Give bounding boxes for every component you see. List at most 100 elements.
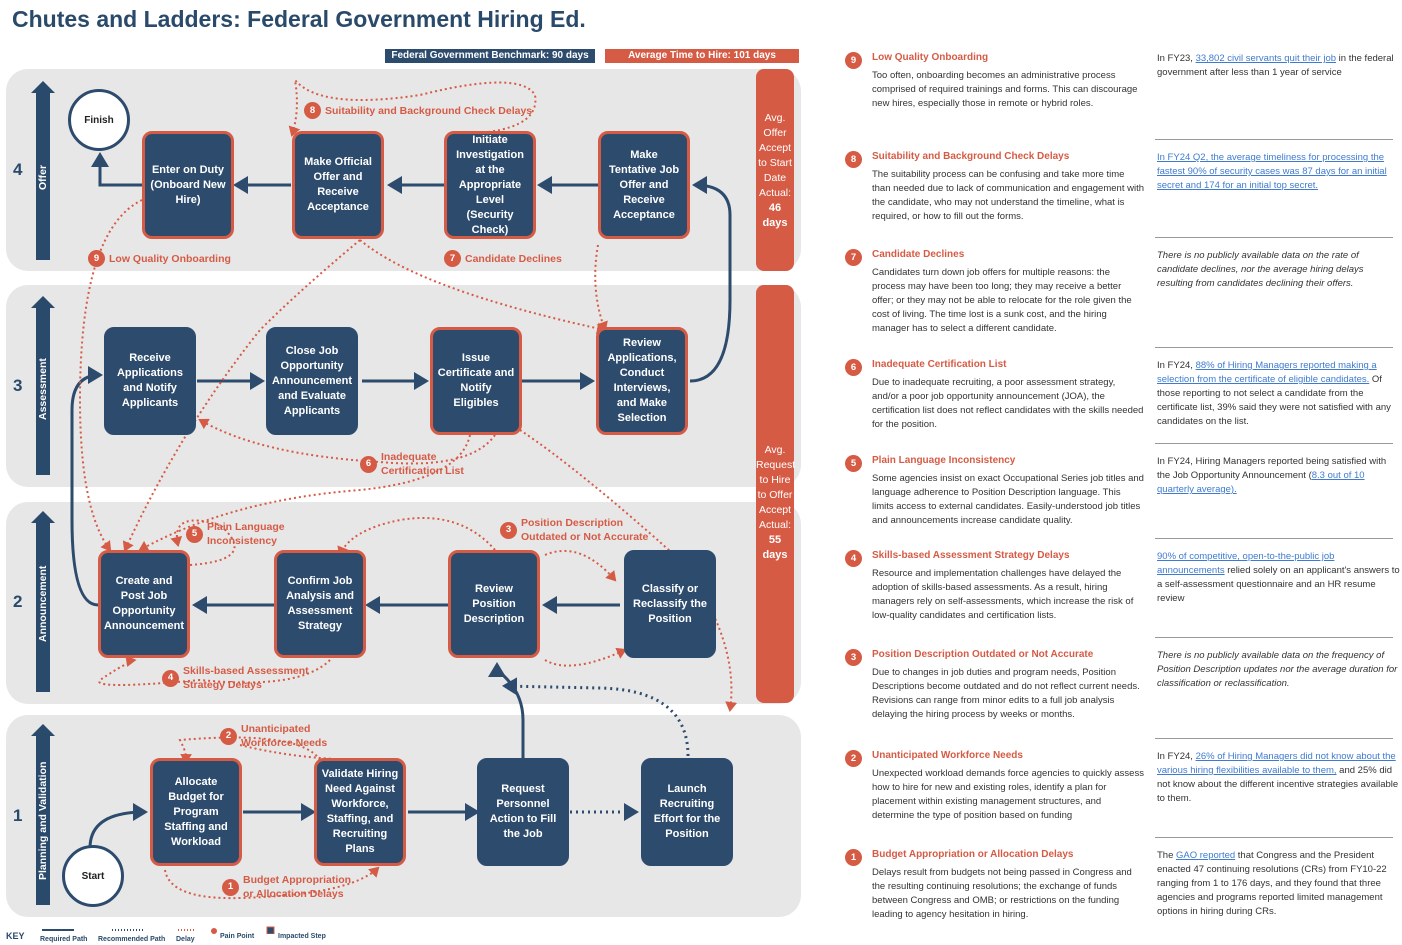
pain-point-data: There is no publicly available data on t… bbox=[1157, 250, 1364, 289]
pain-point-body: Delays result from budgets not being pas… bbox=[872, 867, 1132, 920]
step-official-offer: Make Official Offer and Receive Acceptan… bbox=[292, 131, 384, 239]
pain-point-title: Inadequate Certification List bbox=[872, 359, 1007, 370]
flow-finish bbox=[91, 152, 142, 187]
flow-recommended-review bbox=[502, 677, 690, 757]
pain-point-source-link[interactable]: 26% of Hiring Managers did not know abou… bbox=[1157, 751, 1396, 776]
step-validate-need: Validate Hiring Need Against Workforce, … bbox=[314, 758, 406, 866]
pain-point-body: Due to inadequate recruiting, a poor ass… bbox=[872, 377, 1144, 430]
stage-arrow-1 bbox=[31, 724, 55, 905]
pain-point-data: There is no publicly available data on t… bbox=[1157, 650, 1398, 689]
pain-point-data: 90% of competitive, open-to-the-public j… bbox=[1157, 551, 1400, 604]
pain-point-body: Due to changes in job duties and program… bbox=[872, 667, 1140, 720]
step-allocate-budget: Allocate Budget for Program Staffing and… bbox=[150, 758, 242, 866]
pain-point-title: Skills-based Assessment Strategy Delays bbox=[872, 550, 1070, 561]
flow-ann-to-assess bbox=[70, 366, 103, 607]
stage-arrow-4 bbox=[31, 81, 55, 260]
benchmark-badge: Federal Government Benchmark: 90 days bbox=[385, 49, 595, 63]
pain-point-divider bbox=[1155, 347, 1393, 348]
stage-arrow-2 bbox=[31, 511, 55, 692]
pain-point-body: Some agencies insist on exact Occupation… bbox=[872, 473, 1144, 526]
step-classify: Classify or Reclassify the Position bbox=[624, 550, 716, 658]
pain-point-title: Position Description Outdated or Not Acc… bbox=[872, 649, 1094, 660]
pain-point-number: 2 bbox=[845, 750, 862, 767]
pain-point-number: 3 bbox=[845, 649, 862, 666]
pain-point-title: Plain Language Inconsistency bbox=[872, 455, 1016, 466]
pain-point-title: Unanticipated Workforce Needs bbox=[872, 750, 1023, 761]
flow-connectors bbox=[70, 76, 738, 900]
average-badge: Average Time to Hire: 101 days bbox=[605, 49, 799, 63]
pain-point-body: Too often, onboarding becomes an adminis… bbox=[872, 70, 1138, 109]
pain-point-title: Low Quality Onboarding bbox=[872, 52, 989, 63]
pain-point-number: 4 bbox=[845, 550, 862, 567]
stage-number-4: 4 bbox=[13, 160, 23, 179]
key-required: Required Path bbox=[40, 936, 88, 943]
pain-point-source-link[interactable]: 8.3 out of 10 quarterly average). bbox=[1157, 470, 1365, 495]
pain-point-source-link[interactable]: GAO reported bbox=[1176, 850, 1236, 861]
flow-request-up bbox=[488, 662, 525, 758]
flow-start bbox=[88, 803, 148, 849]
pain-point-data: In FY24, Hiring Managers reported being … bbox=[1157, 456, 1387, 495]
stage-arrow-3 bbox=[31, 296, 55, 475]
step-enter-on-duty: Enter on Duty (Onboard New Hire) bbox=[142, 131, 234, 239]
step-launch-recruiting: Launch Recruiting Effort for the Positio… bbox=[641, 758, 733, 866]
key-title: KEY bbox=[6, 931, 25, 941]
pain-point-data: In FY24, 88% of Hiring Managers reported… bbox=[1157, 360, 1391, 427]
pain-point-number: 9 bbox=[845, 52, 862, 69]
key-delay: Delay bbox=[176, 936, 195, 943]
pain-point-data: In FY23, 33,802 civil servants quit thei… bbox=[1157, 53, 1394, 78]
stage-number-1: 1 bbox=[13, 806, 23, 825]
finish-node: Finish bbox=[68, 89, 130, 151]
delay-offer-down bbox=[122, 239, 361, 552]
pain-point-data: In FY24 Q2, the average timeliness for p… bbox=[1157, 151, 1401, 193]
pain-point-source-link[interactable]: 90% of competitive, open-to-the-public j… bbox=[1157, 551, 1335, 576]
pain-point-source-link[interactable]: 33,802 civil servants quit their job bbox=[1195, 53, 1337, 64]
delay-2 bbox=[178, 736, 321, 765]
delay-2b bbox=[239, 744, 403, 792]
key-impacted: Impacted Step bbox=[278, 933, 326, 940]
pain-point-source-link[interactable]: In FY24 Q2, the average timeliness for p… bbox=[1157, 152, 1387, 191]
pain-point-body: The suitability process can be confusing… bbox=[872, 169, 1144, 222]
pain-point-number: 1 bbox=[845, 849, 862, 866]
pain-point-divider bbox=[1155, 738, 1393, 739]
pain-point-divider bbox=[1155, 237, 1393, 238]
pain-point-divider bbox=[1155, 538, 1393, 539]
stage-number-2: 2 bbox=[13, 592, 23, 611]
delay-9 bbox=[78, 199, 143, 552]
pain-point-divider bbox=[1155, 443, 1393, 444]
pain-point-divider bbox=[1155, 637, 1393, 638]
step-initiate-investigation: Initiate Investigation at the Appropriat… bbox=[444, 131, 536, 239]
pain-point-title: Candidate Declines bbox=[872, 249, 965, 260]
pain-point-title: Budget Appropriation or Allocation Delay… bbox=[872, 849, 1074, 860]
pain-point-source-link[interactable]: 88% of Hiring Managers reported making a… bbox=[1157, 360, 1377, 385]
start-node: Start bbox=[62, 845, 124, 907]
delay-8 bbox=[288, 76, 537, 137]
delay-5 bbox=[170, 519, 236, 566]
delay-3c bbox=[544, 647, 627, 667]
pain-point-body: Unexpected workload demands force agenci… bbox=[872, 768, 1144, 821]
key-recommended: Recommended Path bbox=[98, 936, 166, 943]
pain-point-number: 8 bbox=[845, 151, 862, 168]
step-review-applications: Review Applications, Conduct Interviews,… bbox=[596, 327, 688, 435]
pain-point-body: Candidates turn down job offers for mult… bbox=[872, 267, 1132, 334]
delay-6b bbox=[138, 434, 471, 552]
pain-point-title: Suitability and Background Check Delays bbox=[872, 151, 1070, 162]
pain-point-body: Resource and implementation challenges h… bbox=[872, 568, 1134, 621]
step-review-pd: Review Position Description bbox=[448, 550, 540, 658]
stage-number-3: 3 bbox=[13, 376, 23, 395]
step-confirm-job: Confirm Job Analysis and Assessment Stra… bbox=[274, 550, 366, 658]
key-icons bbox=[42, 926, 275, 934]
delay-1 bbox=[164, 866, 380, 900]
step-request-personnel: Request Personnel Action to Fill the Job bbox=[477, 758, 569, 866]
pain-point-divider bbox=[1155, 139, 1393, 140]
